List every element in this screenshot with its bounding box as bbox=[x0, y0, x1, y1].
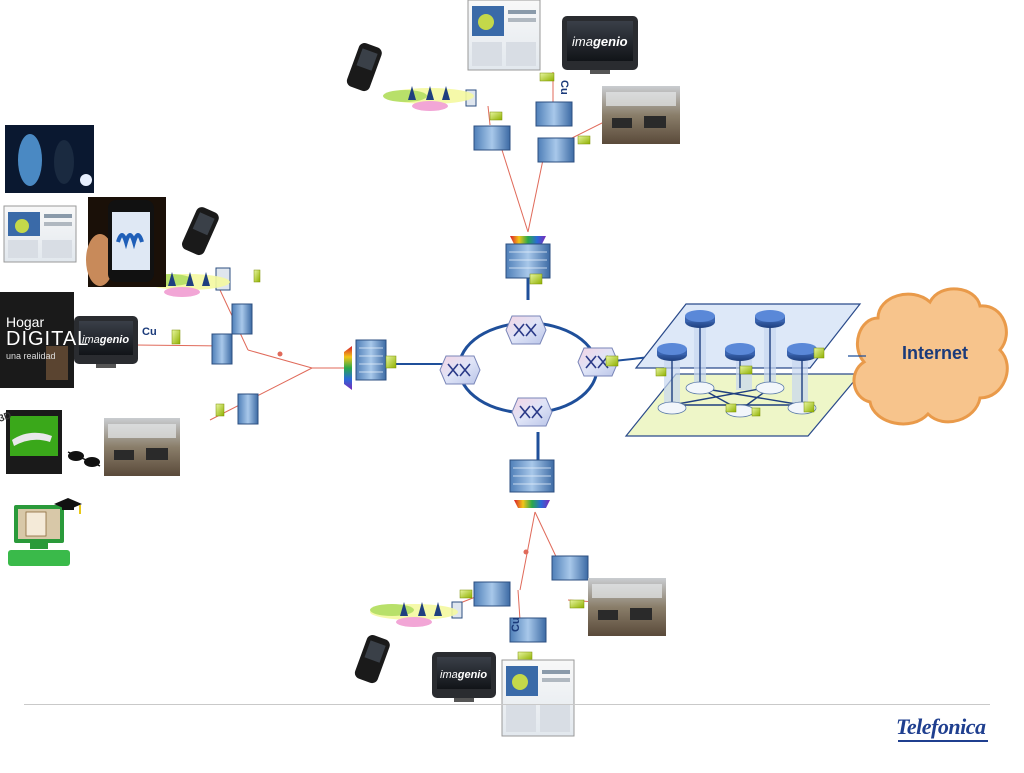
olt-rack-left bbox=[355, 339, 387, 381]
olt-rack-top bbox=[505, 243, 551, 279]
splitter-dot-bottom bbox=[523, 549, 529, 555]
hogar-digital-text: Hogar DIGITAL una realidad bbox=[6, 315, 89, 361]
telepresence-photo bbox=[5, 125, 94, 193]
office-photo-left bbox=[104, 418, 180, 476]
imagenio-tv-left: imagenio bbox=[74, 316, 138, 368]
hogar-line1: Hogar bbox=[6, 314, 45, 330]
mobile-phone-top bbox=[346, 43, 382, 92]
tv-3d: 3D bbox=[0, 410, 62, 474]
svg-text:imagenio: imagenio bbox=[82, 334, 129, 346]
ip-core-planes bbox=[624, 303, 862, 437]
hogar-line3: una realidad bbox=[6, 351, 56, 361]
internet-cloud bbox=[852, 287, 1009, 426]
telefonica-logo: Telefonica bbox=[896, 714, 986, 739]
iphone-photo bbox=[86, 197, 166, 287]
oxc-node-left bbox=[439, 355, 481, 385]
hogar-line2: DIGITAL bbox=[6, 328, 90, 350]
wifi-ap-top bbox=[383, 86, 474, 111]
footer-divider bbox=[24, 704, 990, 705]
svg-text:imagenio: imagenio bbox=[572, 34, 628, 49]
copper-label-left: Cu bbox=[142, 326, 157, 338]
dwdm-mux-bottom bbox=[514, 500, 550, 508]
copper-label-top: Cu bbox=[558, 80, 570, 95]
svg-text:imagenio: imagenio bbox=[440, 669, 487, 681]
office-photo-bottom bbox=[588, 578, 666, 636]
office-photo-top bbox=[602, 86, 680, 144]
access-links bbox=[134, 72, 613, 621]
access-racks bbox=[211, 89, 589, 643]
imagenio-tv-bottom: imagenio bbox=[432, 652, 496, 702]
web-portal-left bbox=[3, 205, 77, 263]
routers bbox=[657, 310, 817, 361]
svg-text:3D: 3D bbox=[0, 410, 13, 425]
oxc-node-top bbox=[505, 315, 547, 345]
green-markers bbox=[171, 72, 619, 661]
oxc-node-bottom bbox=[511, 397, 553, 427]
3d-glasses-icon bbox=[67, 451, 101, 467]
hogar-digital-ad bbox=[0, 292, 74, 388]
mobile-phone-left bbox=[182, 207, 219, 256]
copper-label-bottom: Cu bbox=[510, 617, 522, 632]
dwdm-mux-top bbox=[510, 236, 546, 244]
internet-label: Internet bbox=[901, 343, 968, 363]
web-portal-top bbox=[467, 0, 541, 71]
splitter-dot-left bbox=[277, 351, 283, 357]
logo-underline bbox=[898, 740, 988, 742]
e-learning-icon bbox=[8, 498, 82, 566]
oxc-node-right bbox=[577, 347, 619, 377]
mobile-phone-bottom bbox=[354, 635, 390, 684]
dwdm-mux-left bbox=[344, 346, 352, 390]
wifi-ap-bottom bbox=[370, 602, 458, 627]
web-portal-bottom bbox=[501, 659, 575, 737]
imagenio-tv-top: imagenio bbox=[562, 16, 638, 74]
